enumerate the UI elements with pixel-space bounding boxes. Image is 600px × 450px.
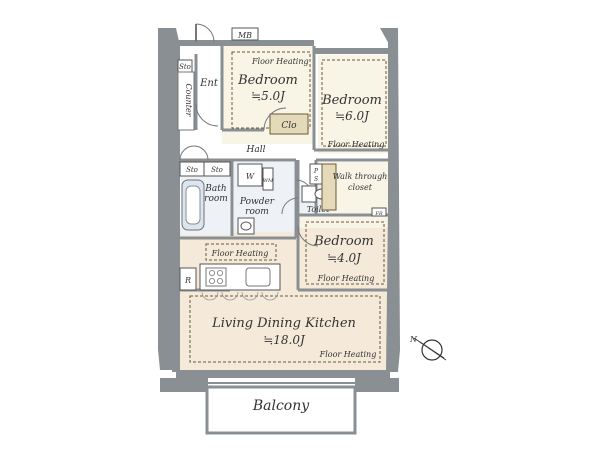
sto-label-3: Sto (211, 166, 223, 174)
bedroom-1-size: ≒5.0J (251, 89, 286, 103)
wm-label: WM (263, 178, 274, 184)
mb-label: MB (237, 31, 252, 40)
toilet-area: P S Toilet (301, 163, 330, 214)
bedroom-1-name: Bedroom (237, 73, 298, 88)
counter-label: Counter (184, 83, 193, 117)
bedroom-2: Bedroom ≒6.0J Floor Heating (321, 93, 384, 149)
bedroom-3-name: Bedroom (313, 234, 374, 249)
balcony-label: Balcony (252, 398, 310, 414)
fr-label: FR (374, 211, 382, 217)
meter-box: MB (231, 27, 259, 41)
entrance-door (195, 23, 215, 43)
storage-boxes: Sto Sto (179, 161, 231, 177)
refrigerator-label: R (184, 276, 191, 285)
bedroom-3-heating: Floor Heating (317, 274, 375, 283)
w-label: W (246, 172, 255, 181)
walk-label-2: closet (348, 183, 373, 192)
kitchen: Floor Heating R (179, 249, 281, 301)
sto-label-2: Sto (186, 166, 198, 174)
ldk-fill (178, 228, 390, 376)
kitchen-heating: Floor Heating (211, 249, 269, 258)
powder-label-2: room (245, 207, 269, 217)
toilet-label: Toilet (307, 205, 330, 214)
ldk-size: ≒18.0J (263, 333, 306, 347)
ps-label-2: S (314, 176, 318, 183)
north-arrow-icon: N (409, 335, 447, 361)
powder-label-1: Powder (239, 197, 275, 207)
outer-walls (158, 28, 400, 392)
balcony: Balcony (205, 382, 357, 435)
bedroom-1: Floor Heating Bedroom ≒5.0J Clo (237, 57, 309, 135)
entrance-area: Sto Counter Ent (177, 59, 219, 131)
bedroom-2-name: Bedroom (321, 93, 382, 108)
sto-label-1: Sto (179, 63, 191, 71)
bedroom-1-heating: Floor Heating (251, 57, 309, 66)
living-dining-kitchen: Living Dining Kitchen ≒18.0J Floor Heati… (211, 316, 376, 359)
powder-room: W WM Powder room (237, 163, 275, 235)
bath-label-1: Bath (204, 184, 226, 194)
bedroom-2-size: ≒6.0J (335, 109, 370, 123)
door-swings (179, 107, 319, 247)
bath-room: Bath room (181, 179, 228, 231)
bedroom-3-size: ≒4.0J (327, 251, 362, 265)
bedroom-2-heating: Floor Heating (327, 140, 385, 149)
ent-label: Ent (199, 78, 219, 89)
north-label: N (409, 335, 418, 344)
ldk-heating: Floor Heating (319, 350, 377, 359)
bedroom-3: Bedroom ≒4.0J Floor Heating (313, 234, 374, 283)
clo-label: Clo (281, 121, 297, 131)
ps-label-1: P (313, 168, 319, 175)
bath-label-2: room (204, 194, 228, 204)
bedroom-2-fill (318, 55, 390, 154)
walk-through-closet: Walk through closet FR (321, 163, 388, 217)
hall-label: Hall (246, 145, 266, 155)
ldk-name: Living Dining Kitchen (211, 316, 356, 331)
walk-label-1: Walk through (333, 172, 388, 181)
